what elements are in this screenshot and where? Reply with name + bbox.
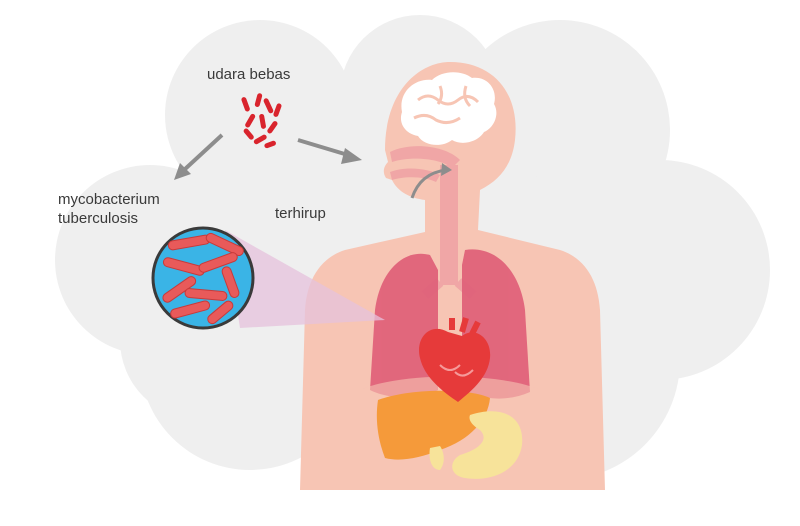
arrow-to-nose	[297, 138, 349, 157]
airway	[390, 146, 477, 299]
arrow-to-bacteria	[182, 133, 224, 172]
label-bacterium-line2: tuberculosis	[58, 210, 139, 227]
arrowhead-to-bacteria	[174, 163, 191, 180]
bacteria-magnifier	[151, 226, 255, 330]
brain	[400, 72, 497, 145]
label-bacterium: mycobacterium tuberculosis	[58, 190, 258, 228]
stomach	[452, 411, 523, 479]
arrowhead-to-nose	[341, 148, 362, 164]
label-free-air: udara bebas	[207, 66, 291, 83]
heart	[419, 317, 491, 402]
inhale-arrowhead	[441, 163, 452, 176]
liver	[376, 390, 490, 460]
gallbladder	[429, 446, 444, 470]
magnifier-beam	[225, 230, 385, 328]
label-bacterium-line1: mycobacterium	[58, 191, 160, 208]
arrows	[174, 133, 362, 180]
label-inhaled: terhirup	[275, 205, 326, 222]
bacteria-cluster	[241, 93, 282, 149]
